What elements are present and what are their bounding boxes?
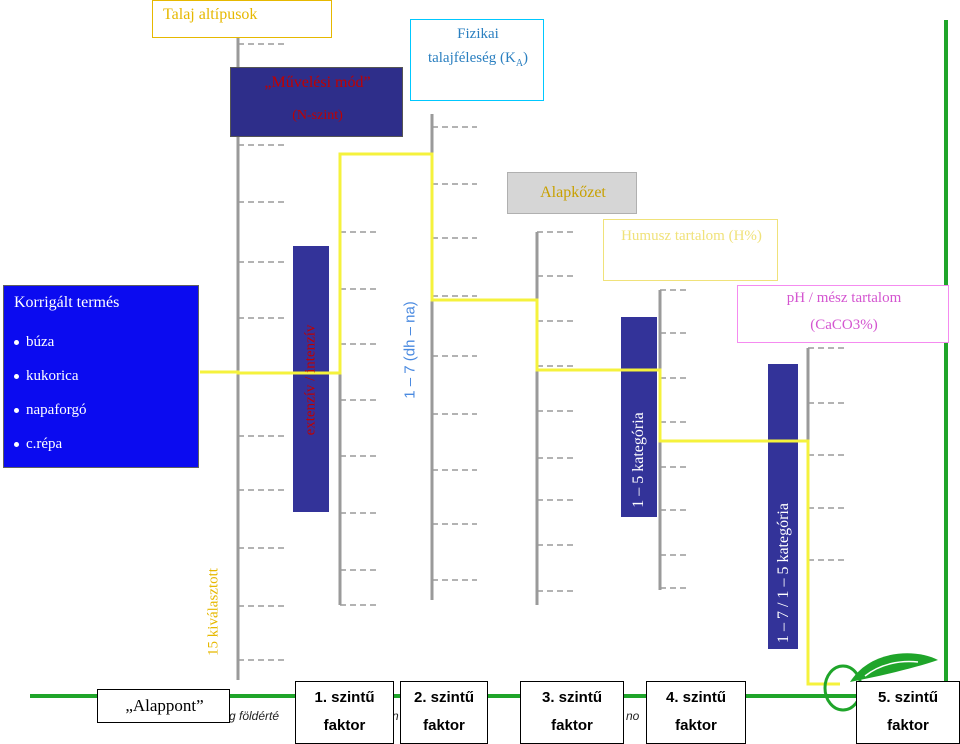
level-1-factor-box: 1. szintű faktor [295, 681, 394, 744]
crop-label: búza [26, 334, 55, 350]
humus-range-label: 1 – 5 kategória [630, 412, 647, 508]
cultivation-range-label: extenzív / intenzív [302, 324, 319, 436]
physical-soil-type-sub: A [515, 58, 524, 69]
subtypes-count-label: 15 kiválasztott [205, 568, 222, 656]
level-2-subtitle: faktor [423, 717, 465, 734]
ph-lime-line1: pH / mész tartalom [786, 290, 902, 306]
level-4-subtitle: faktor [675, 717, 717, 734]
level-2-title: 2. szintű [413, 689, 474, 706]
corrected-yield-box: Korrigált termés búza kukorica napaforgó… [3, 285, 199, 468]
cultivation-mode-box: „Művelési mód” (N-szint) [230, 67, 403, 137]
cultivation-bar [293, 246, 329, 512]
logo-leaf-vein-icon [864, 660, 919, 677]
humus-content-box: Humusz tartalom (H%) [603, 219, 778, 281]
corrected-yield-title: Korrigált termés [14, 294, 120, 311]
humus-bar [621, 317, 657, 517]
physical-range-label: 1 – 7 (dh – na) [401, 301, 419, 399]
level-1-title: 1. szintű [314, 689, 375, 706]
selection-path-line [200, 152, 840, 686]
crop-item: búza [14, 334, 87, 351]
partial-text-right: no [626, 709, 640, 723]
crop-item: napaforgó [14, 402, 87, 419]
physical-soil-type-line1: Fizikai [457, 26, 499, 42]
crop-label: napaforgó [26, 402, 87, 418]
ph-range-label: 1 – 7 / 1 – 5 kategória [775, 503, 792, 643]
physical-soil-type-line2: talajféleség (KA) [411, 50, 545, 69]
level-1-subtitle: faktor [323, 717, 366, 734]
ph-lime-line2: (CaCO3%) [810, 317, 878, 333]
soil-subtypes-label: Talaj altípusok [163, 6, 258, 23]
level-5-title: 5. szintű [877, 689, 938, 706]
bullet-icon [14, 374, 19, 379]
bedrock-label: Alapkőzet [540, 184, 606, 201]
cultivation-mode-title: „Művelési mód” [264, 74, 371, 91]
humus-content-label: Humusz tartalom (H%) [621, 228, 762, 244]
crop-list: búza kukorica napaforgó c.répa [14, 334, 87, 470]
level-3-subtitle: faktor [551, 717, 593, 734]
base-point-box: „Alappont” [97, 689, 230, 723]
crop-item: kukorica [14, 368, 87, 385]
level-4-factor-box: 4. szintű faktor [646, 681, 746, 744]
partial-text-left: g földérté [229, 709, 280, 723]
crop-label: c.répa [26, 436, 63, 452]
bullet-icon [14, 408, 19, 413]
bullet-icon [14, 340, 19, 345]
level-4-title: 4. szintű [665, 689, 726, 706]
cultivation-mode-subtitle: (N-szint) [292, 108, 343, 123]
level-5-factor-box: 5. szintű faktor [856, 681, 960, 744]
partial-text-mid: n [392, 709, 399, 723]
logo-leaf-icon [850, 653, 938, 682]
level-2-factor-box: 2. szintű faktor [400, 681, 488, 744]
physical-soil-type-box: Fizikai talajféleség (KA) [410, 19, 544, 101]
ph-lime-box: pH / mész tartalom (CaCO3%) [737, 285, 949, 343]
bullet-icon [14, 442, 19, 447]
bedrock-box: Alapkőzet [507, 172, 637, 214]
soil-subtypes-box: Talaj altípusok [152, 0, 332, 38]
level-5-subtitle: faktor [887, 717, 929, 734]
physical-soil-type-end: ) [523, 50, 529, 66]
base-point-label: „Alappont” [125, 696, 204, 715]
crop-label: kukorica [26, 368, 79, 384]
crop-item: c.répa [14, 436, 87, 453]
level-3-factor-box: 3. szintű faktor [520, 681, 624, 744]
physical-soil-type-text: talajféleség (K [427, 50, 516, 66]
level-3-title: 3. szintű [541, 689, 602, 706]
ph-bar [768, 364, 798, 649]
